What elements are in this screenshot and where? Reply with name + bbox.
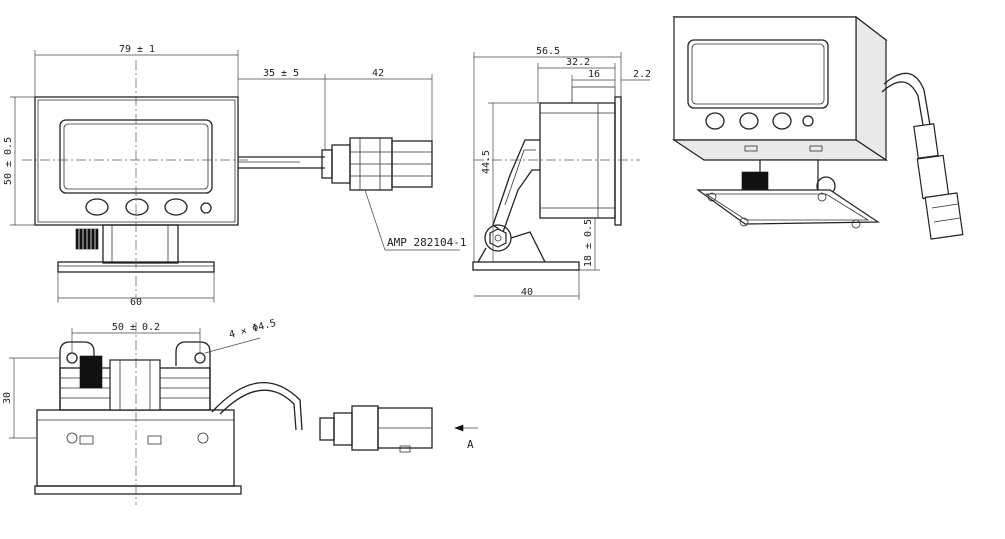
dim-connector-length: 42 [372,68,384,79]
front-connector [321,137,433,191]
view-arrow-label: A [467,438,474,451]
iso-led [802,115,814,127]
front-led [200,202,212,214]
dim-hole-spacing: 50 ± 0.2 [112,322,160,333]
dim-bezel-depth: 16 [588,69,600,80]
top-body [36,409,235,487]
front-bezel [34,96,239,226]
iso-button-3 [772,112,792,130]
dim-bracket-height: 18 ± 0.5 [583,219,594,267]
iso-connector [913,123,964,240]
top-view: 50 ± 0.2 4 × Φ4.5 30 A [2,318,478,505]
side-body [539,102,616,219]
iso-base-plate [696,189,880,225]
dim-side-depth: 56.5 [536,46,560,57]
dim-front-height: 50 ± 0.5 [3,137,14,185]
iso-display [687,39,829,109]
iso-button-1 [705,112,725,130]
dim-front-thickness: 2.2 [633,69,651,80]
side-view: 56.5 32.2 16 2.2 44.5 18 ± 0.5 40 [472,46,651,300]
iso-side-face [855,15,887,162]
side-base-plate [472,261,580,271]
dim-top-height: 30 [2,392,13,404]
iso-button-2 [739,112,759,130]
isometric-view [672,15,964,240]
dim-bracket-depth: 40 [521,287,533,298]
dim-bracket-width: 60 [130,297,142,308]
dim-side-height: 44.5 [481,150,492,174]
holes-label: 4 × Φ4.5 [228,318,277,341]
dim-front-width: 79 ± 1 [119,44,155,55]
connector-part-label: AMP 282104-1 [387,236,466,249]
iso-knob [741,171,769,191]
front-button-1 [85,198,109,216]
front-button-2 [125,198,149,216]
front-button-3 [164,198,188,216]
front-view: 79 ± 1 35 ± 5 42 50 ± 0.5 60 AMP 282104-… [3,44,466,308]
dim-cable-length: 35 ± 5 [263,68,299,79]
top-knob [79,355,103,389]
top-mount-hole-left [66,352,78,364]
top-mount-hole-right [194,352,206,364]
iso-front-face [673,16,857,141]
dim-body-depth: 32.2 [566,57,590,68]
top-connector [319,405,433,453]
